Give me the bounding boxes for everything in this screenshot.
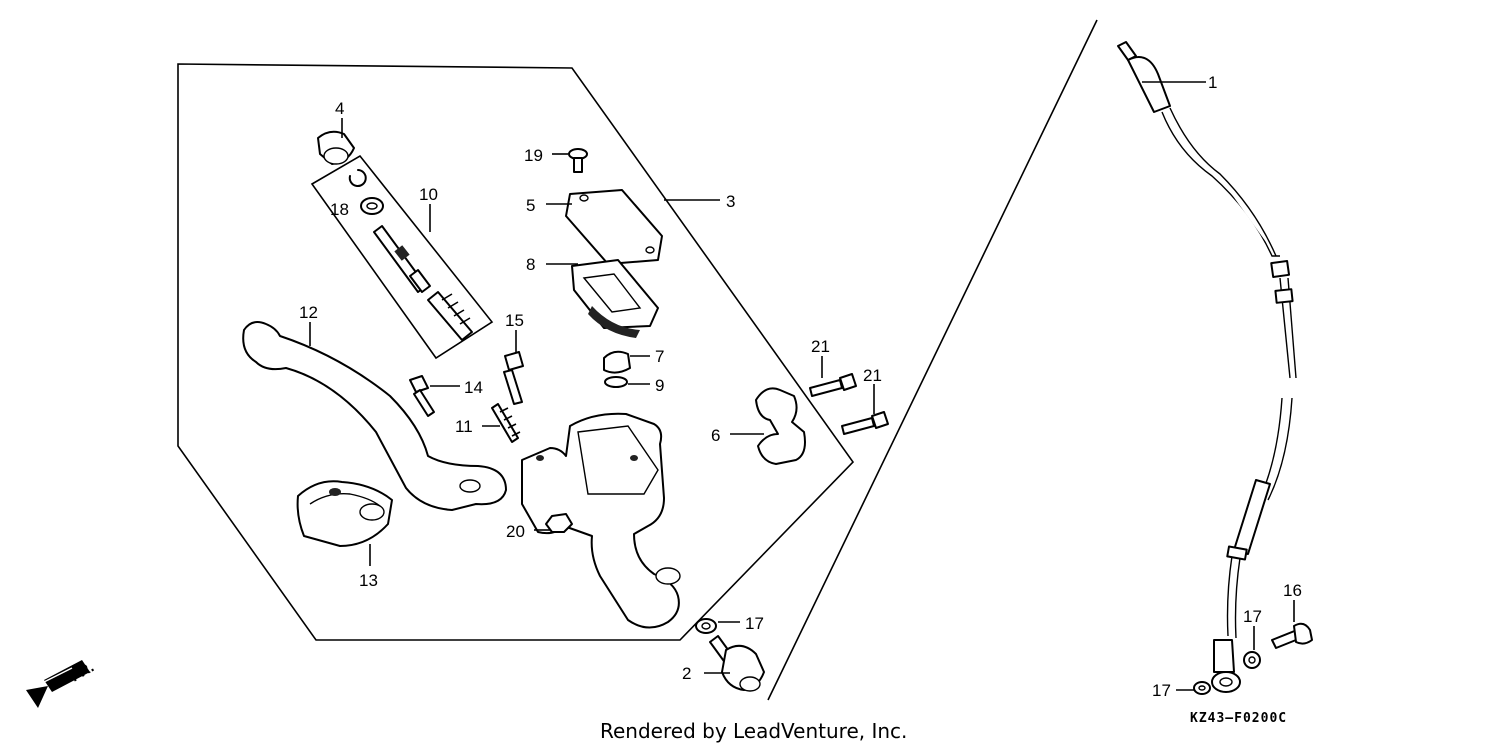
hose-bolt-part[interactable] <box>1271 622 1313 649</box>
callout-8: 8 <box>526 255 535 274</box>
spring-part[interactable] <box>491 403 521 443</box>
assembly-outline <box>177 63 855 641</box>
callout-5: 5 <box>526 196 535 215</box>
piston-kit-outline <box>310 154 494 360</box>
callout-4: 4 <box>335 99 344 118</box>
boot-part[interactable] <box>317 130 355 165</box>
drawing-code: KZ43–F0200C <box>1190 711 1287 726</box>
callout-19: 19 <box>524 146 543 165</box>
piston-part[interactable] <box>360 197 473 341</box>
leader-lines <box>309 81 1295 691</box>
callout-9: 9 <box>655 376 664 395</box>
nut-part[interactable] <box>545 513 573 533</box>
ring-part[interactable] <box>604 376 628 388</box>
master-cylinder-body[interactable] <box>521 412 681 629</box>
lever-cover-part[interactable] <box>296 480 393 547</box>
callout-3: 3 <box>726 192 735 211</box>
front-arrow-icon <box>26 660 90 708</box>
callout-13: 13 <box>359 571 378 590</box>
holder-part[interactable] <box>755 387 806 465</box>
callout-1: 1 <box>1208 73 1217 92</box>
render-caption: Rendered by LeadVenture, Inc. <box>600 719 907 743</box>
callout-17-bottom: 17 <box>1152 681 1171 700</box>
holder-bolt-upper[interactable] <box>809 373 857 397</box>
callout-21-upper: 21 <box>811 337 830 356</box>
diaphragm-plate-part[interactable] <box>571 259 659 338</box>
lever-part[interactable] <box>242 321 507 511</box>
circlip-part[interactable] <box>348 169 367 187</box>
washer-part-bottom[interactable] <box>1193 681 1211 695</box>
callout-15: 15 <box>505 311 524 330</box>
pivot-bolt-part[interactable] <box>409 375 435 417</box>
callout-11: 11 <box>455 417 473 436</box>
diaphragm-part[interactable] <box>603 350 631 374</box>
washer-part-center[interactable] <box>695 618 717 634</box>
callout-10: 10 <box>419 185 438 204</box>
callout-18: 18 <box>330 200 349 219</box>
callout-20: 20 <box>506 522 525 541</box>
brake-hose-part[interactable] <box>1117 41 1297 693</box>
oil-bolt-part[interactable] <box>709 635 765 692</box>
screw-part[interactable] <box>568 148 588 173</box>
reservoir-cap-part[interactable] <box>565 189 663 265</box>
callout-17-center: 17 <box>745 614 764 633</box>
callout-2: 2 <box>682 664 691 683</box>
holder-bolt-lower[interactable] <box>841 411 889 435</box>
pivot-pin-part[interactable] <box>503 351 524 405</box>
callout-12: 12 <box>299 303 318 322</box>
hose-divider-line <box>767 19 1098 701</box>
callout-17-right: 17 <box>1243 607 1262 626</box>
callout-6: 6 <box>711 426 720 445</box>
washer-part-right[interactable] <box>1243 651 1261 669</box>
callout-14: 14 <box>464 378 483 397</box>
callout-21-lower: 21 <box>863 366 882 385</box>
callout-16: 16 <box>1283 581 1302 600</box>
callout-7: 7 <box>655 347 664 366</box>
